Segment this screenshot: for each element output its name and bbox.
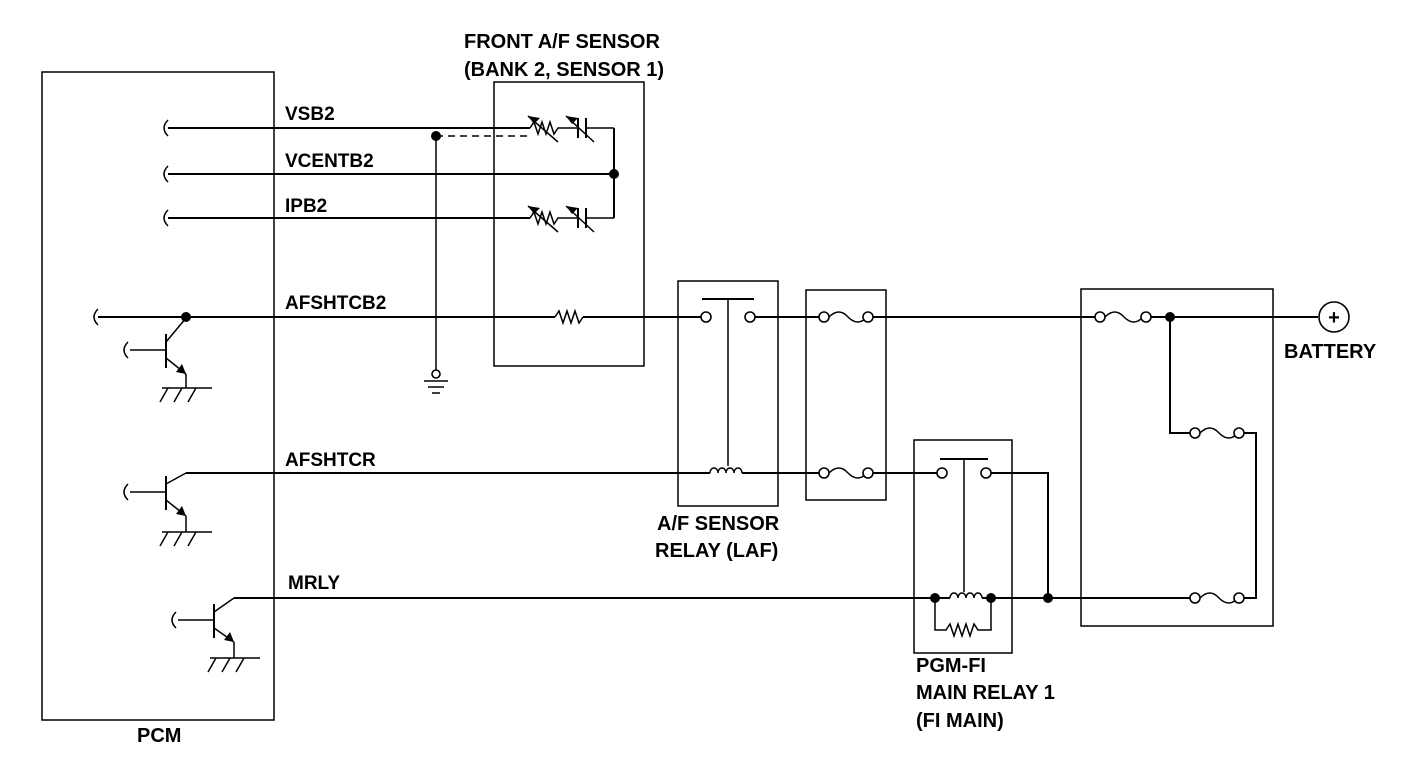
fi-main-relay: PGM-FI MAIN RELAY 1 (FI MAIN) [913,439,1055,732]
sensor-cell-upper-icon [527,115,614,143]
sensor-cell-lower-icon [527,205,614,233]
fimain-contact-feed-wire [991,472,1049,598]
laf-relay-label-line2: RELAY (LAF) [655,540,778,562]
vsb2-label: VSB2 [285,104,335,125]
sub-fuse-upper-icon [1189,427,1245,439]
af-sensor: FRONT A/F SENSOR (BANK 2, SENSOR 1) [464,31,664,367]
fi-main-diode-resistor-icon [934,598,992,639]
laf-coil-icon [709,467,743,474]
ipb2-break-icon [163,209,169,227]
fi-main-label-line2: MAIN RELAY 1 [916,682,1055,704]
afshtcb2-label: AFSHTCB2 [285,293,386,314]
battery-terminal-icon [1318,301,1350,333]
laf-relay-box [677,280,779,507]
transistor-2-icon [123,472,212,547]
fi-main-contact-b [980,467,992,479]
transistor-3-icon [171,597,260,673]
afshtcb2-break-icon [93,308,99,326]
underhood-return-wire [1244,432,1257,599]
afshtcb2-junction-dot [181,312,191,322]
fi-main-label-line1: PGM-FI [916,655,986,677]
fuse-box-underhood-frame [1080,288,1274,627]
battery: + BATTERY [1284,301,1377,363]
fuse-box-middle [805,289,887,501]
fi-main-coil-icon [949,592,983,599]
ground-icon [424,369,448,394]
pcm-label: PCM [137,725,181,747]
fuse-upper-icon [818,311,874,323]
af-sensor-label-line2: (BANK 2, SENSOR 1) [464,59,664,81]
fuse-box-middle-frame [805,289,887,501]
laf-relay: A/F SENSOR RELAY (LAF) [655,280,820,562]
laf-contact-b [744,311,756,323]
sensor-heater-icon [554,308,584,326]
battery-label: BATTERY [1284,341,1377,363]
mrly-label: MRLY [288,573,340,594]
pcm-module: PCM [41,71,275,747]
af-sensor-box [493,81,645,367]
laf-contact-a [700,311,712,323]
transistor-1-icon [123,317,212,403]
fuse-box-underhood [1080,288,1318,627]
sub-fuse-lower-icon [1189,592,1245,604]
main-fuse-icon [1094,311,1152,323]
fi-main-label-line3: (FI MAIN) [916,710,1004,732]
fi-main-contact-a [936,467,948,479]
battery-plus-symbol: + [1328,307,1340,329]
ipb2-label: IPB2 [285,196,327,217]
fimain-feed-dot [1043,593,1053,603]
laf-relay-label-line1: A/F SENSOR [657,513,780,535]
afshtcr-label: AFSHTCR [285,450,376,471]
af-sensor-label-line1: FRONT A/F SENSOR [464,31,660,53]
pcm-box [41,71,275,721]
underhood-branch-wire [1169,317,1190,434]
vcentb2-label: VCENTB2 [285,151,374,172]
vsb2-break-icon [163,119,169,137]
fuse-lower-icon [818,467,874,479]
vcentb2-break-icon [163,165,169,183]
fi-main-relay-box [913,439,1013,654]
sensor-common-dot [609,169,619,179]
